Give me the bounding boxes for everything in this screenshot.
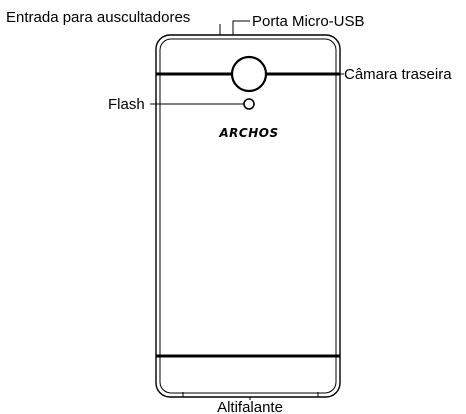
flash-label: Flash [108,96,145,113]
speaker-label: Altifalante [217,399,283,414]
micro-usb-label: Porta Micro-USB [252,13,365,30]
flash-light [243,98,255,110]
rear-camera-lens [230,55,268,93]
micro-usb-leader [232,20,250,35]
headphone-jack-label: Entrada para auscultadores [6,9,190,26]
brand-logo: ARCHOS [218,126,278,140]
phone-body-inner [159,38,337,394]
rear-camera-label: Câmara traseira [344,66,452,83]
